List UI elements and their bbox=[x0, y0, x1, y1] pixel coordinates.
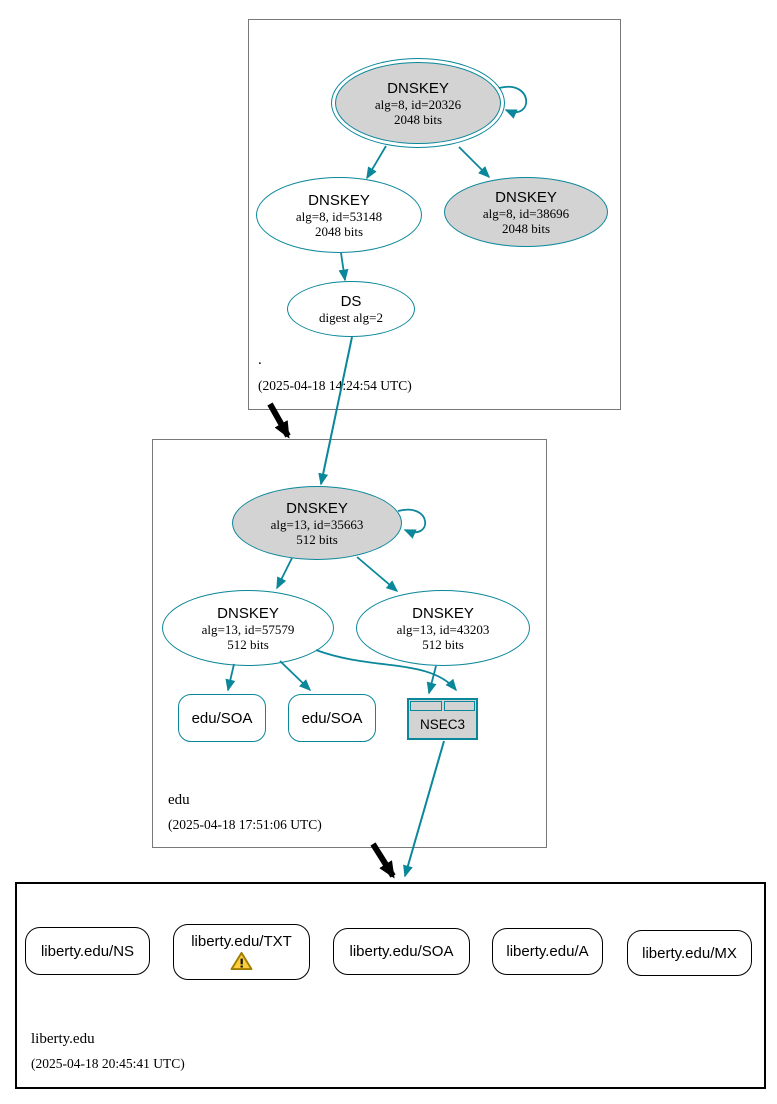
ds-node-root[interactable]: DS digest alg=2 bbox=[287, 281, 415, 337]
rrset-label: liberty.edu/NS bbox=[40, 942, 135, 960]
nsec3-label: NSEC3 bbox=[419, 716, 465, 732]
rrset-node-edu-soa-1[interactable]: edu/SOA bbox=[178, 694, 266, 742]
rrset-label: liberty.edu/TXT bbox=[191, 933, 292, 950]
node-meta: alg=13, id=43203 bbox=[396, 621, 490, 637]
nsec3-cell bbox=[443, 701, 475, 711]
zone-timestamp-edu: (2025-04-18 17:51:06 UTC) bbox=[168, 817, 322, 832]
node-meta: 2048 bits bbox=[314, 223, 364, 239]
node-meta: digest alg=2 bbox=[318, 310, 384, 325]
node-title: DNSKEY bbox=[412, 604, 474, 622]
node-title: DNSKEY bbox=[217, 604, 279, 622]
dnskey-node-root-zsk-53148[interactable]: DNSKEY alg=8, id=53148 2048 bits bbox=[256, 177, 422, 253]
nsec3-top-cells bbox=[410, 701, 475, 711]
node-title: DNSKEY bbox=[387, 79, 449, 97]
node-meta: 512 bits bbox=[296, 531, 338, 547]
rrset-label: liberty.edu/A bbox=[506, 943, 589, 960]
rrset-node-edu-soa-2[interactable]: edu/SOA bbox=[288, 694, 376, 742]
zone-label-liberty-edu: liberty.edu bbox=[31, 1031, 95, 1047]
dnskey-node-edu-43203[interactable]: DNSKEY alg=13, id=43203 512 bits bbox=[356, 590, 530, 666]
node-meta: 2048 bits bbox=[393, 111, 443, 127]
node-title: DNSKEY bbox=[286, 499, 348, 517]
node-title: DS bbox=[340, 293, 362, 310]
rrset-label: liberty.edu/SOA bbox=[349, 943, 454, 960]
edge-delegation-edu-to-liberty bbox=[370, 842, 396, 879]
dnskey-node-root-38696[interactable]: DNSKEY alg=8, id=38696 2048 bits bbox=[444, 177, 608, 247]
node-meta: 512 bits bbox=[422, 636, 464, 652]
rrset-label: edu/SOA bbox=[301, 709, 363, 727]
nsec3-node[interactable]: NSEC3 bbox=[407, 698, 478, 740]
node-meta: alg=8, id=20326 bbox=[374, 96, 462, 112]
node-meta: 2048 bits bbox=[501, 220, 551, 236]
rrset-node-liberty-mx[interactable]: liberty.edu/MX bbox=[627, 930, 752, 976]
zone-box-liberty-edu bbox=[15, 882, 766, 1089]
node-title: DNSKEY bbox=[495, 188, 557, 206]
dnskey-node-edu-57579[interactable]: DNSKEY alg=13, id=57579 512 bits bbox=[162, 590, 334, 666]
rrset-node-liberty-ns[interactable]: liberty.edu/NS bbox=[25, 927, 150, 975]
nsec3-cell bbox=[410, 701, 442, 711]
dnskey-node-root-ksk-20326-inner: DNSKEY alg=8, id=20326 2048 bits bbox=[335, 62, 501, 144]
zone-label-root: . bbox=[258, 352, 262, 368]
rrset-node-liberty-soa[interactable]: liberty.edu/SOA bbox=[333, 928, 470, 975]
zone-box-root bbox=[248, 19, 621, 410]
zone-timestamp-liberty-edu: (2025-04-18 20:45:41 UTC) bbox=[31, 1056, 185, 1071]
rrset-label: edu/SOA bbox=[191, 709, 253, 727]
node-meta: alg=13, id=57579 bbox=[201, 621, 295, 637]
node-meta: alg=8, id=53148 bbox=[295, 208, 383, 224]
node-meta: alg=13, id=35663 bbox=[270, 516, 364, 532]
node-title: DNSKEY bbox=[308, 191, 370, 209]
node-meta: 512 bits bbox=[227, 636, 269, 652]
rrset-label: liberty.edu/MX bbox=[642, 944, 737, 962]
zone-label-edu: edu bbox=[168, 792, 190, 808]
zone-timestamp-root: (2025-04-18 14:24:54 UTC) bbox=[258, 378, 412, 393]
rrset-node-liberty-a[interactable]: liberty.edu/A bbox=[492, 928, 603, 975]
warning-icon[interactable] bbox=[230, 951, 253, 971]
dnskey-node-root-ksk-20326[interactable]: DNSKEY alg=8, id=20326 2048 bits bbox=[331, 58, 505, 148]
rrset-node-liberty-txt[interactable]: liberty.edu/TXT bbox=[173, 924, 310, 980]
node-meta: alg=8, id=38696 bbox=[482, 205, 570, 221]
dnskey-node-edu-ksk-35663[interactable]: DNSKEY alg=13, id=35663 512 bits bbox=[232, 486, 402, 560]
